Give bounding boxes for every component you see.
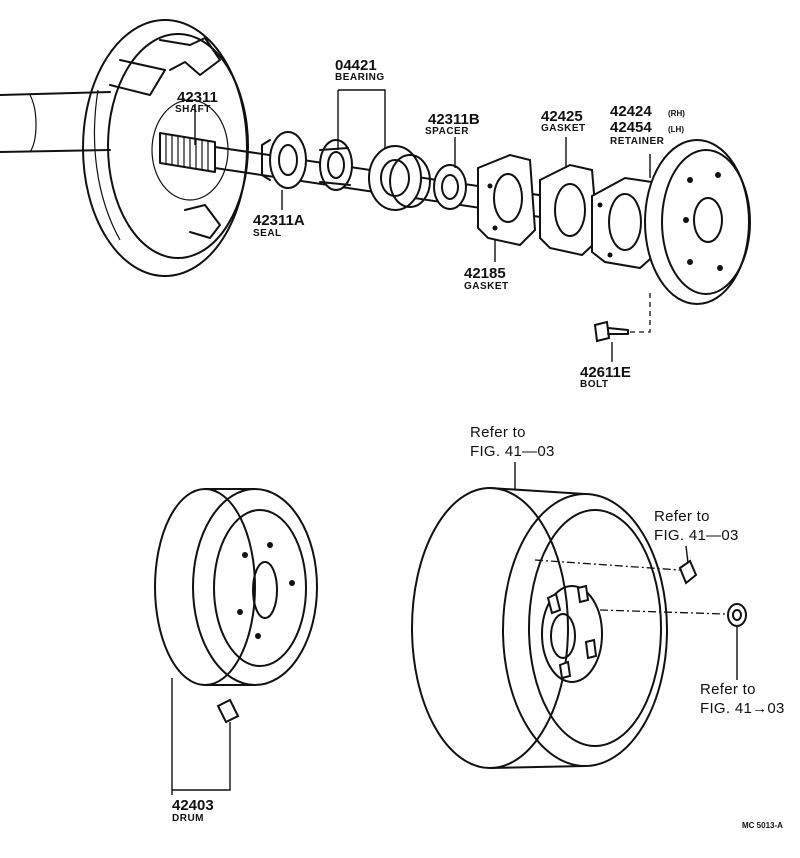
- axle-housing-drawing: [0, 19, 249, 277]
- figure-code: MC 5013-A: [742, 821, 783, 830]
- seal-drawing: [261, 131, 307, 189]
- svg-text:42311A: 42311A: [253, 212, 305, 229]
- part-label-bearing: 04421 BEARING: [335, 57, 385, 83]
- svg-text:Refer to: Refer to: [654, 508, 710, 525]
- svg-text:42454: 42454: [610, 119, 652, 136]
- part-label-bolt: 42611E BOLT: [580, 364, 631, 390]
- svg-text:42425: 42425: [541, 108, 583, 125]
- svg-text:Refer to: Refer to: [700, 681, 756, 698]
- svg-text:42185: 42185: [464, 265, 506, 282]
- svg-text:DRUM: DRUM: [172, 813, 204, 824]
- part-label-gasket-42185: 42185 GASKET: [464, 265, 509, 292]
- part-label-drum: 42403 DRUM: [172, 797, 214, 824]
- svg-text:(RH): (RH): [668, 109, 685, 118]
- svg-text:GASKET: GASKET: [541, 123, 586, 134]
- svg-text:BOLT: BOLT: [580, 379, 608, 390]
- svg-text:04421: 04421: [335, 57, 377, 74]
- bolt-drawing: [593, 290, 651, 343]
- svg-text:BEARING: BEARING: [335, 72, 385, 83]
- svg-text:42424: 42424: [610, 103, 652, 120]
- part-label-retainer: 42424 (RH) 42454 (LH) RETAINER: [610, 103, 685, 147]
- brake-drum-drawing: [154, 488, 318, 724]
- svg-text:42311B: 42311B: [428, 111, 480, 128]
- bearing-drawing: [319, 139, 431, 211]
- svg-text:SPACER: SPACER: [425, 126, 469, 137]
- svg-text:Refer to: Refer to: [470, 424, 526, 441]
- part-label-spacer: 42311B SPACER: [425, 111, 480, 137]
- wheel-rim-drawing: [411, 487, 726, 769]
- svg-text:FIG. 41—03: FIG. 41—03: [470, 443, 555, 460]
- leader-lines: [171, 89, 738, 795]
- part-label-seal: 42311A SEAL: [253, 212, 305, 239]
- svg-text:RETAINER: RETAINER: [610, 136, 665, 147]
- svg-text:FIG. 41—03: FIG. 41—03: [654, 527, 739, 544]
- wheel-nut-drawing: [727, 603, 747, 627]
- gasket-inner-drawing: [477, 153, 537, 247]
- reference-note-nut: Refer to FIG. 41→03: [700, 681, 785, 717]
- svg-text:SHAFT: SHAFT: [175, 104, 211, 115]
- svg-text:GASKET: GASKET: [464, 281, 509, 292]
- svg-text:FIG. 41→03: FIG. 41→03: [700, 700, 785, 717]
- svg-text:42403: 42403: [172, 797, 214, 814]
- svg-text:(LH): (LH): [668, 125, 684, 134]
- part-label-shaft: 42311 SHAFT: [175, 89, 218, 115]
- reference-note-clip: Refer to FIG. 41—03: [654, 508, 739, 544]
- reference-note-wheel: Refer to FIG. 41—03: [470, 424, 555, 460]
- hub-clip-drawing: [678, 559, 698, 585]
- retainer-drawing: [591, 176, 660, 270]
- part-label-gasket-42425: 42425 GASKET: [541, 108, 586, 134]
- svg-text:42311: 42311: [177, 89, 218, 106]
- spacer-drawing: [433, 164, 467, 210]
- svg-text:42611E: 42611E: [580, 364, 631, 381]
- gasket-outer-drawing: [539, 163, 600, 257]
- axle-flange-drawing: [644, 139, 751, 305]
- svg-text:SEAL: SEAL: [253, 228, 282, 239]
